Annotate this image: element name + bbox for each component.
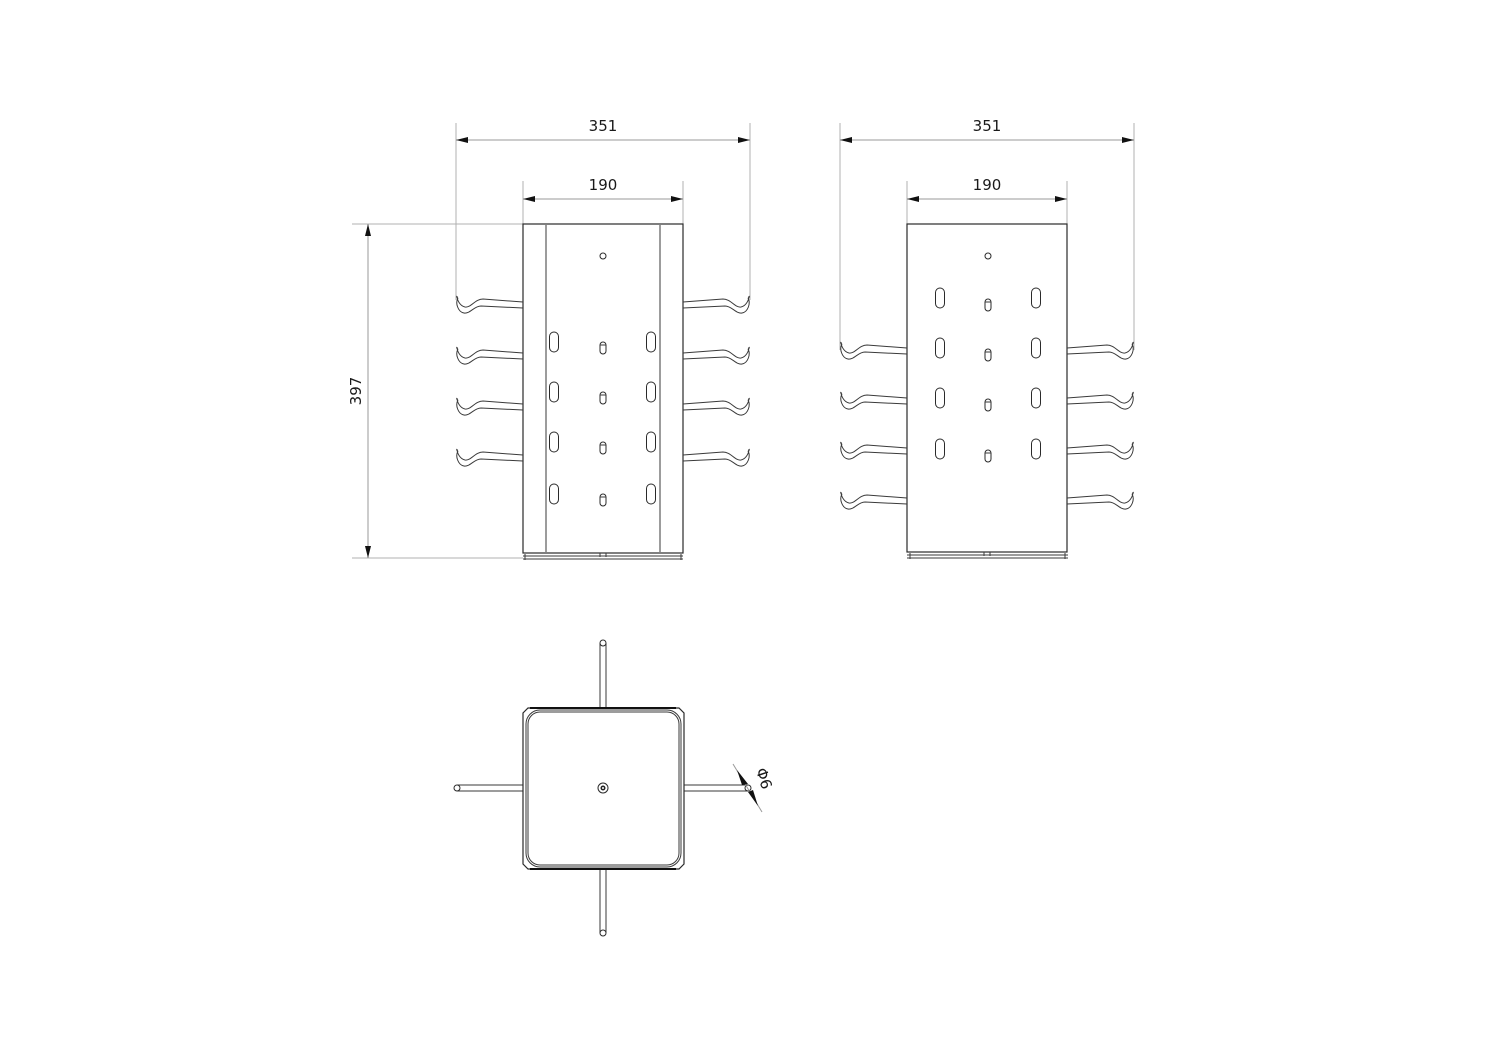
rod-top — [599, 639, 607, 707]
peg-slot — [599, 493, 607, 507]
hook — [456, 397, 524, 416]
dimension-body-width: 190 — [522, 176, 684, 225]
slot — [935, 337, 945, 359]
slot — [549, 331, 559, 353]
hooks-right — [1066, 341, 1134, 510]
dimension-overall-width: 351 — [839, 117, 1135, 350]
rod-left — [453, 784, 523, 792]
hooks-right — [682, 295, 750, 467]
hook — [840, 491, 908, 510]
hooks-left — [456, 295, 524, 467]
base-plate — [523, 553, 683, 560]
slot — [935, 438, 945, 460]
slot — [549, 483, 559, 505]
slot — [1031, 387, 1041, 409]
base-square-inner — [525, 709, 682, 868]
dimension-label-190: 190 — [589, 176, 618, 194]
side-view: 351 190 — [839, 117, 1135, 559]
slot — [646, 331, 656, 353]
peg-slot — [599, 391, 607, 405]
top-view: Φ6 — [453, 639, 776, 937]
peg-slot — [599, 441, 607, 455]
hook — [456, 346, 524, 365]
hook — [840, 441, 908, 460]
hook — [456, 295, 524, 314]
hook — [682, 448, 750, 467]
hook — [1066, 491, 1134, 510]
slot-grid — [549, 331, 656, 507]
slot — [935, 287, 945, 309]
hooks-left — [840, 341, 908, 510]
peg-slot — [984, 298, 992, 312]
base-plate — [907, 552, 1068, 559]
mounting-hole — [984, 252, 992, 260]
slot — [1031, 337, 1041, 359]
peg-slot — [984, 449, 992, 463]
slot — [935, 387, 945, 409]
dimension-rod-diameter: Φ6 — [732, 763, 776, 813]
hook — [1066, 441, 1134, 460]
peg-slot — [984, 348, 992, 362]
dimension-label-190: 190 — [973, 176, 1002, 194]
hook — [1066, 391, 1134, 410]
slot — [646, 381, 656, 403]
slot — [549, 431, 559, 453]
mounting-hole — [599, 252, 607, 260]
hook — [840, 391, 908, 410]
slot — [1031, 287, 1041, 309]
peg-slot — [984, 398, 992, 412]
hook — [456, 448, 524, 467]
slot — [646, 431, 656, 453]
peg-slot — [599, 341, 607, 355]
hook — [840, 341, 908, 360]
rod-right — [683, 784, 752, 792]
rod-bottom — [599, 867, 607, 937]
slot — [646, 483, 656, 505]
slot-grid — [935, 287, 1041, 463]
dimension-height: 397 — [347, 223, 523, 559]
slot — [1031, 438, 1041, 460]
stand-body — [906, 223, 1068, 553]
hook — [682, 346, 750, 365]
front-view: 351 190 397 — [347, 117, 751, 560]
dimension-body-width: 190 — [906, 176, 1068, 225]
hook — [682, 295, 750, 314]
hook — [1066, 341, 1134, 360]
base-square-inner-2 — [527, 711, 680, 866]
dimension-label-397: 397 — [347, 377, 365, 406]
dimension-label-351: 351 — [973, 117, 1002, 135]
dimension-overall-width: 351 — [455, 117, 751, 300]
center-pivot — [597, 782, 609, 794]
dimension-label-351: 351 — [589, 117, 618, 135]
slot — [549, 381, 559, 403]
dimension-label-phi6: Φ6 — [752, 766, 776, 792]
hook — [682, 397, 750, 416]
